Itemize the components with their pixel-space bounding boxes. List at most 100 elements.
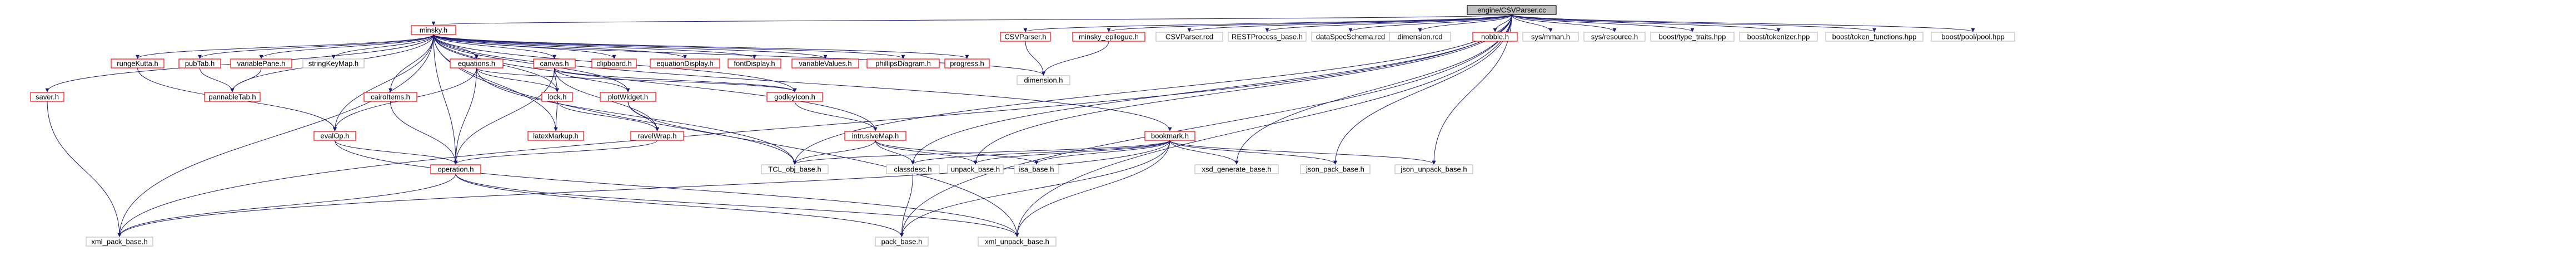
edge-minsky-to-operation (433, 34, 458, 165)
node-label-cairoitems: cairoItems.h (371, 92, 410, 101)
node-stringkeymap: stringKeyMap.h (302, 58, 365, 68)
edge-minsky-to-plotwidget (433, 34, 630, 92)
node-box-variablepane (230, 58, 292, 68)
node-box-csvparser_h (1000, 32, 1051, 42)
node-xml_unpack_base: xml_unpack_base.h (978, 237, 1057, 247)
node-label-tcl_obj_base: TCL_obj_base.h (768, 165, 821, 173)
edge-root-to-boost_pool (1511, 14, 1975, 32)
edge-cairoitems-to-operation (390, 101, 458, 165)
node-progress[interactable]: progress.h (944, 58, 990, 68)
node-clipboard[interactable]: clipboard.h (591, 58, 637, 68)
node-variablevalues[interactable]: variableValues.h (791, 58, 859, 68)
node-label-sys_mman: sys/mman.h (1531, 32, 1570, 41)
edge-minsky-to-progress (433, 34, 969, 59)
edge-operation-to-xml_pack_base (117, 173, 456, 237)
node-label-godleyicon: godleyIcon.h (774, 92, 815, 101)
node-label-ravelwrap: ravelWrap.h (638, 131, 677, 140)
node-operation[interactable]: operation.h (430, 164, 481, 174)
node-pannabletab[interactable]: pannableTab.h (204, 92, 261, 102)
node-boost_type_traits: boost/type_traits.hpp (1650, 32, 1735, 42)
edge-godleyicon-to-intrusivemap (794, 101, 878, 131)
edge-root-to-xml_unpack_base (1015, 14, 1512, 237)
node-ravelwrap[interactable]: ravelWrap.h (630, 131, 684, 141)
node-godleyicon[interactable]: godleyIcon.h (766, 92, 823, 102)
node-minsky_epilogue[interactable]: minsky_epilogue.h (1072, 32, 1145, 42)
node-plotwidget[interactable]: plotWidget.h (600, 92, 656, 102)
node-label-root: engine/CSVParser.cc (1477, 6, 1546, 14)
edge-root-to-xsd_generate_base (1234, 14, 1512, 165)
node-nobble[interactable]: nobble.h (1472, 32, 1518, 42)
node-label-minsky_epilogue: minsky_epilogue.h (1079, 32, 1139, 41)
node-minsky[interactable]: minsky.h (411, 25, 456, 35)
node-box-lock (541, 92, 573, 102)
node-sys_resource: sys/resource.h (1583, 32, 1646, 42)
edge-root-to-xml_pack_base (117, 14, 1512, 237)
node-rungekutta[interactable]: rungeKutta.h (111, 58, 165, 68)
edge-minsky_epilogue-to-dimension_h (1042, 41, 1109, 76)
node-box-phillipsdiagram (866, 58, 940, 68)
node-intrusivemap[interactable]: intrusiveMap.h (844, 131, 906, 141)
node-saver[interactable]: saver.h (30, 92, 64, 102)
node-label-fontdisplay: fontDisplay.h (734, 59, 775, 67)
node-box-clipboard (591, 58, 637, 68)
node-pubtab[interactable]: pubTab.h (178, 58, 221, 68)
node-label-evalop: evalOp.h (320, 131, 349, 140)
node-equations[interactable]: equations.h (450, 58, 504, 68)
edge-minsky-to-bookmark (433, 34, 1172, 131)
node-csvparser_h[interactable]: CSVParser.h (1000, 32, 1051, 42)
edge-root-to-dataspec_rcd (1348, 14, 1512, 32)
edge-minsky-to-stringkeymap (331, 34, 434, 59)
node-label-equations: equations.h (458, 59, 495, 67)
node-label-pack_base: pack_base.h (881, 237, 923, 246)
node-box-dimension_rcd (1389, 32, 1451, 42)
node-box-rungekutta (111, 58, 165, 68)
node-box-plotwidget (600, 92, 656, 102)
node-evalop[interactable]: evalOp.h (313, 131, 356, 141)
edge-ravelwrap-to-operation (454, 140, 657, 165)
node-equationdisplay[interactable]: equationDisplay.h (650, 58, 720, 68)
node-bookmark[interactable]: bookmark.h (1144, 131, 1195, 141)
node-pack_base: pack_base.h (875, 237, 929, 247)
node-box-ravelwrap (630, 131, 684, 141)
node-fontdisplay[interactable]: fontDisplay.h (728, 58, 781, 68)
edge-evalop-to-xml_unpack_base (335, 140, 1019, 237)
node-box-sys_resource (1583, 32, 1646, 42)
node-classdesc: classdesc.h (886, 164, 940, 174)
node-label-latexmarkup: latexMarkup.h (533, 131, 579, 140)
edge-evalop-to-operation (335, 140, 458, 165)
node-sys_mman: sys/mman.h (1522, 32, 1579, 42)
node-csvparser_rcd: CSVParser.rcd (1155, 32, 1223, 42)
edge-root-to-minsky_epilogue (1107, 14, 1512, 32)
node-box-stringkeymap (302, 58, 365, 68)
edge-bookmark-to-unpack_base (973, 140, 1170, 165)
node-label-minsky: minsky.h (420, 26, 447, 34)
edge-canvas-to-plotwidget (554, 67, 630, 92)
node-box-canvas (533, 58, 576, 68)
node-label-boost_type_traits: boost/type_traits.hpp (1659, 32, 1726, 41)
edge-operation-to-pack_base (455, 173, 904, 237)
edge-root-to-sys_mman (1511, 14, 1553, 32)
node-latexmarkup[interactable]: latexMarkup.h (527, 131, 584, 141)
edge-minsky-to-fontdisplay (433, 34, 756, 59)
node-phillipsdiagram[interactable]: phillipsDiagram.h (866, 58, 940, 68)
edge-root-to-csvparser_h (1023, 14, 1512, 32)
edge-saver-to-xml_pack_base (47, 101, 122, 237)
node-box-cairoitems (363, 92, 417, 102)
node-lock[interactable]: lock.h (541, 92, 573, 102)
node-canvas[interactable]: canvas.h (533, 58, 576, 68)
node-label-progress: progress.h (950, 59, 984, 67)
node-label-rungekutta: rungeKutta.h (117, 59, 158, 67)
node-box-pack_base (875, 237, 929, 247)
node-box-saver (30, 92, 64, 102)
edge-pubtab-to-pannabletab (200, 67, 235, 92)
edge-csvparser_h-to-dimension_h (1025, 41, 1045, 76)
node-box-fontdisplay (728, 58, 781, 68)
edge-root-to-minsky (432, 14, 1512, 26)
node-cairoitems[interactable]: cairoItems.h (363, 92, 417, 102)
edge-intrusivemap-to-tcl_obj_base (793, 140, 876, 165)
node-label-equationdisplay: equationDisplay.h (656, 59, 713, 67)
node-box-xsd_generate_base (1194, 164, 1279, 174)
node-box-nobble (1472, 32, 1518, 42)
node-variablepane[interactable]: variablePane.h (230, 58, 292, 68)
